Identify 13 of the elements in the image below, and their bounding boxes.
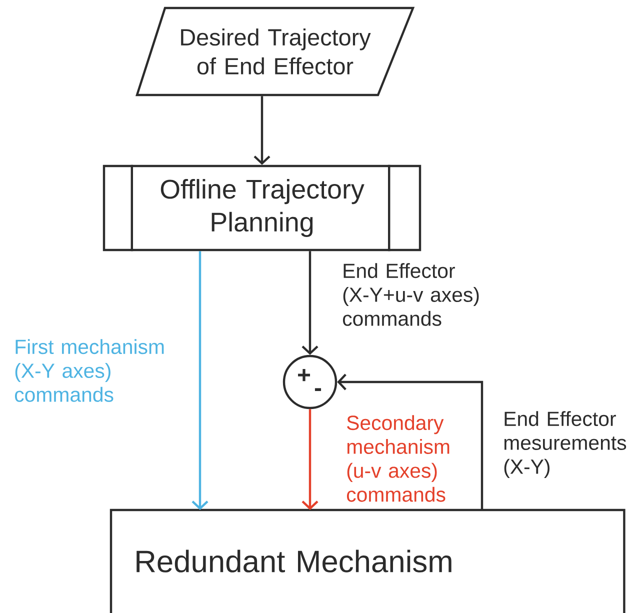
arrow [302, 409, 318, 510]
process-box: Redundant Mechanism [110, 508, 626, 613]
arrow [192, 251, 208, 510]
summing-junction: + - [282, 354, 338, 410]
edge-label: Secondary mechanism (u-v axes) commands [346, 415, 450, 502]
arrow [302, 251, 318, 355]
edge-label: End Effector (X-Y+u-v axes) commands [342, 263, 479, 326]
arrow [254, 96, 270, 165]
edge-label: End Effector mesurements (X-Y) [504, 411, 626, 478]
process-box: Offline Trajectory Planning [102, 164, 422, 252]
input-parallelogram: Desired Trajectory of End Effector [136, 6, 415, 96]
edge-label: First mechanism (X-Y axes) commands [14, 339, 164, 402]
arrow [337, 374, 484, 510]
